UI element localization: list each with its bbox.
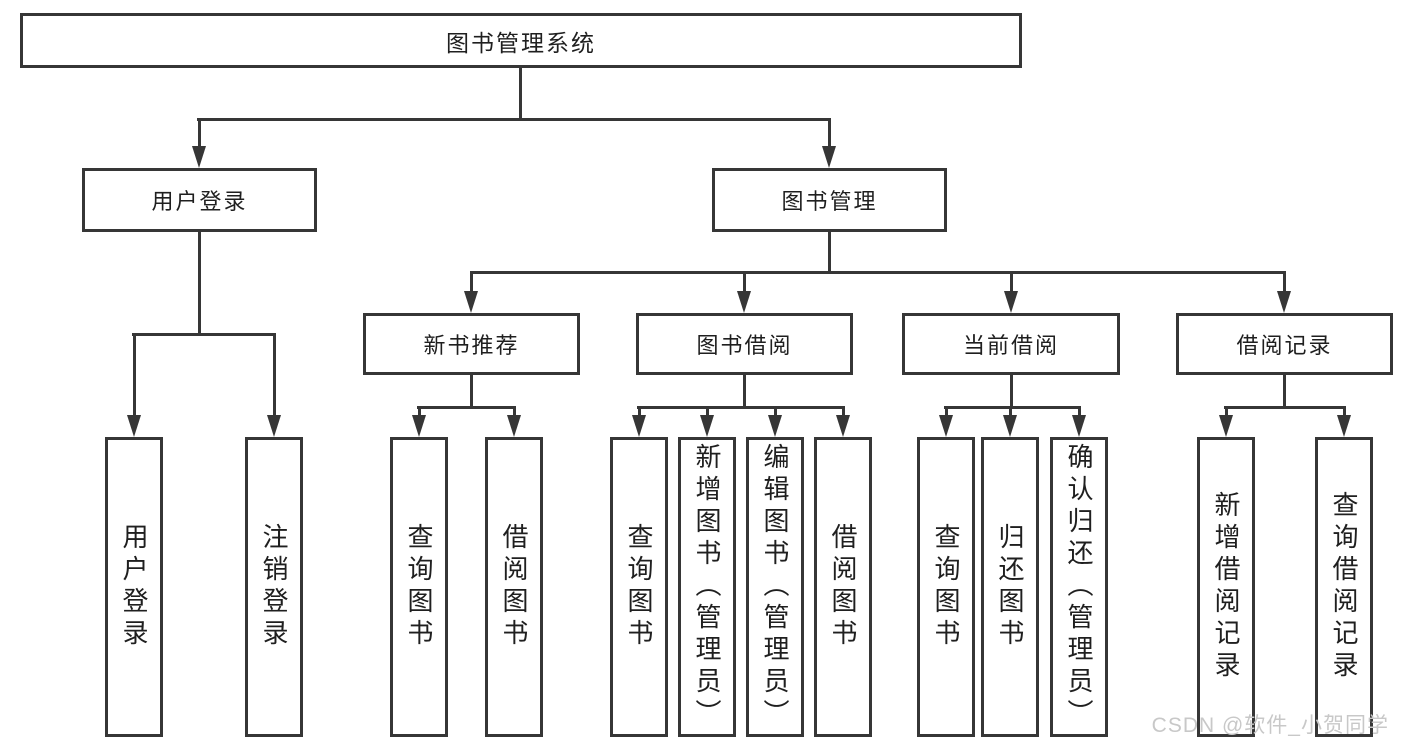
connector-line [1224,406,1346,409]
leaf-node-label: 查询图书 [931,523,961,651]
connector-line [1010,375,1013,408]
connector-line [197,118,831,121]
arrow-down-icon [267,415,281,437]
connector-line [637,406,845,409]
leaf-node-label: 查询借阅记录 [1329,491,1359,683]
leaf-node-query-books: 查询图书 [390,437,448,737]
section-node-label: 借阅记录 [1236,333,1333,358]
arrow-down-icon [737,291,751,313]
csdn-watermark: CSDN @软件_小贺同学 [1151,714,1389,737]
connector-line [828,118,831,148]
connector-line [638,406,641,417]
leaf-node-label: 借阅图书 [499,523,529,651]
leaf-node-label: 借阅图书 [828,523,858,651]
leaf-node-label: 编辑图书（管理员） [760,443,790,731]
arrow-down-icon [464,291,478,313]
arrow-down-icon [1219,415,1233,437]
section-node-label: 图书借阅 [696,333,793,358]
leaf-node-logout: 注销登录 [245,437,303,737]
section-node-label: 当前借阅 [962,333,1059,358]
leaf-node-add-borrow-record: 新增借阅记录 [1197,437,1255,737]
connector-line [1343,406,1346,417]
leaf-node-return-books: 归还图书 [981,437,1039,737]
connector-line [1010,271,1013,293]
leaf-node-confirm-return-admin: 确认归还（管理员） [1050,437,1108,737]
leaf-node-label: 确认归还（管理员） [1064,443,1094,731]
connector-line [198,118,201,148]
leaf-node-query-borrow-record: 查询借阅记录 [1315,437,1373,737]
connector-line [132,333,276,336]
connector-line [842,406,845,417]
connector-line [418,406,421,417]
leaf-node-add-books-admin: 新增图书（管理员） [678,437,736,737]
connector-line [828,232,831,273]
arrow-down-icon [700,415,714,437]
arrow-down-icon [1072,415,1086,437]
arrow-down-icon [507,415,521,437]
leaf-node-user-login: 用户登录 [105,437,163,737]
arrow-down-icon [939,415,953,437]
section-node-borrowing-records: 借阅记录 [1176,313,1393,375]
branch-node-user-login: 用户登录 [82,168,317,232]
leaf-node-label: 归还图书 [995,523,1025,651]
arrow-down-icon [836,415,850,437]
section-node-new-book-recommendation: 新书推荐 [363,313,580,375]
section-node-book-borrowing: 图书借阅 [636,313,853,375]
leaf-node-label: 查询图书 [624,523,654,651]
connector-line [133,333,136,417]
arrow-down-icon [412,415,426,437]
connector-line [706,406,709,417]
leaf-node-query-books: 查询图书 [917,437,975,737]
branch-node-book-management: 图书管理 [712,168,947,232]
root-node-label: 图书管理系统 [446,29,596,56]
arrow-down-icon [1004,291,1018,313]
connector-line [470,271,473,293]
connector-line [470,271,1286,274]
connector-line [743,271,746,293]
leaf-node-borrow-books: 借阅图书 [485,437,543,737]
connector-line [1283,375,1286,408]
connector-line [273,333,276,417]
leaf-node-edit-books-admin: 编辑图书（管理员） [746,437,804,737]
connector-line [774,406,777,417]
branch-node-label: 图书管理 [781,189,878,214]
arrow-down-icon [1003,415,1017,437]
root-node-book-management-system: 图书管理系统 [20,13,1022,68]
connector-line [198,232,201,335]
arrow-down-icon [768,415,782,437]
arrow-down-icon [192,146,206,168]
connector-line [743,375,746,408]
connector-line [417,406,516,409]
connector-line [1225,406,1228,417]
arrow-down-icon [632,415,646,437]
leaf-node-query-books: 查询图书 [610,437,668,737]
connector-line [1009,406,1012,417]
section-node-current-borrowing: 当前借阅 [902,313,1120,375]
connector-line [944,406,1081,409]
connector-line [1078,406,1081,417]
arrow-down-icon [822,146,836,168]
connector-line [470,375,473,408]
arrow-down-icon [1277,291,1291,313]
arrow-down-icon [1337,415,1351,437]
leaf-node-label: 新增图书（管理员） [692,443,722,731]
arrow-down-icon [127,415,141,437]
leaf-node-label: 用户登录 [119,523,149,651]
connector-line [513,406,516,417]
connector-line [1283,271,1286,293]
connector-line [519,68,522,120]
branch-node-label: 用户登录 [151,189,248,214]
leaf-node-borrow-books: 借阅图书 [814,437,872,737]
section-node-label: 新书推荐 [423,333,520,358]
leaf-node-label: 新增借阅记录 [1211,491,1241,683]
connector-line [945,406,948,417]
leaf-node-label: 注销登录 [259,523,289,651]
leaf-node-label: 查询图书 [404,523,434,651]
